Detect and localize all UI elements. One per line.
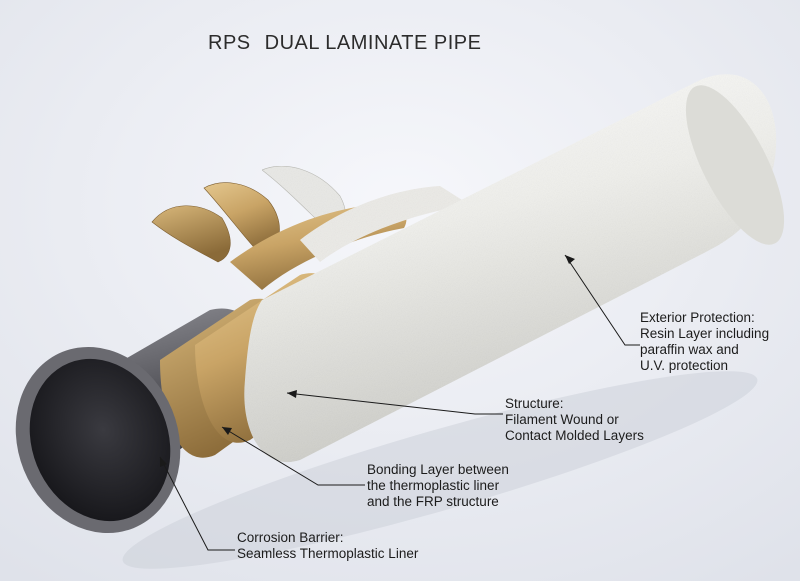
title-product: DUAL LAMINATE PIPE [264, 32, 482, 54]
callout-line: Bonding Layer between [367, 462, 509, 477]
callout-line: Seamless Thermoplastic Liner [237, 546, 419, 561]
callout-line: and the FRP structure [367, 494, 499, 509]
peeled-bonding-flap [151, 205, 231, 263]
arrowhead-structure [287, 390, 297, 398]
callout-line: Structure: [505, 396, 564, 411]
callout-line: paraffin wax and [640, 342, 739, 357]
leader-structure [286, 392, 503, 415]
callout-line: Exterior Protection: [640, 310, 755, 325]
arrowhead-exterior [565, 255, 575, 264]
diagram-title: RPS DUAL LAMINATE PIPE [208, 32, 481, 55]
arrowhead-bonding [222, 427, 232, 435]
leader-corrosion [159, 456, 235, 551]
callout-line: Corrosion Barrier: [237, 530, 344, 545]
exterior-strip [300, 186, 470, 262]
callout-corrosion-barrier: Corrosion Barrier: Seamless Thermoplasti… [237, 530, 418, 562]
leader-bonding [221, 426, 365, 486]
pipe-bore [29, 358, 171, 522]
leader-lines [159, 254, 640, 551]
pipe-end-cap [685, 85, 785, 245]
callout-line: Contact Molded Layers [505, 428, 644, 443]
title-brand: RPS [208, 32, 251, 54]
exterior-protection-layer [244, 74, 777, 463]
callout-line: Resin Layer including [640, 326, 770, 341]
pipe-shadow [122, 371, 758, 569]
leader-exterior [564, 254, 640, 346]
arrowhead-corrosion [160, 457, 167, 467]
callout-line: U.V. protection [640, 358, 729, 373]
callout-line: Filament Wound or [505, 412, 619, 427]
callout-exterior-protection: Exterior Protection: Resin Layer includi… [640, 310, 769, 374]
leader-arrowheads [160, 255, 575, 467]
callout-bonding-layer: Bonding Layer between the thermoplastic … [367, 462, 509, 510]
callout-line: the thermoplastic liner [367, 478, 500, 493]
callout-structure: Structure: Filament Wound or Contact Mol… [505, 396, 644, 444]
